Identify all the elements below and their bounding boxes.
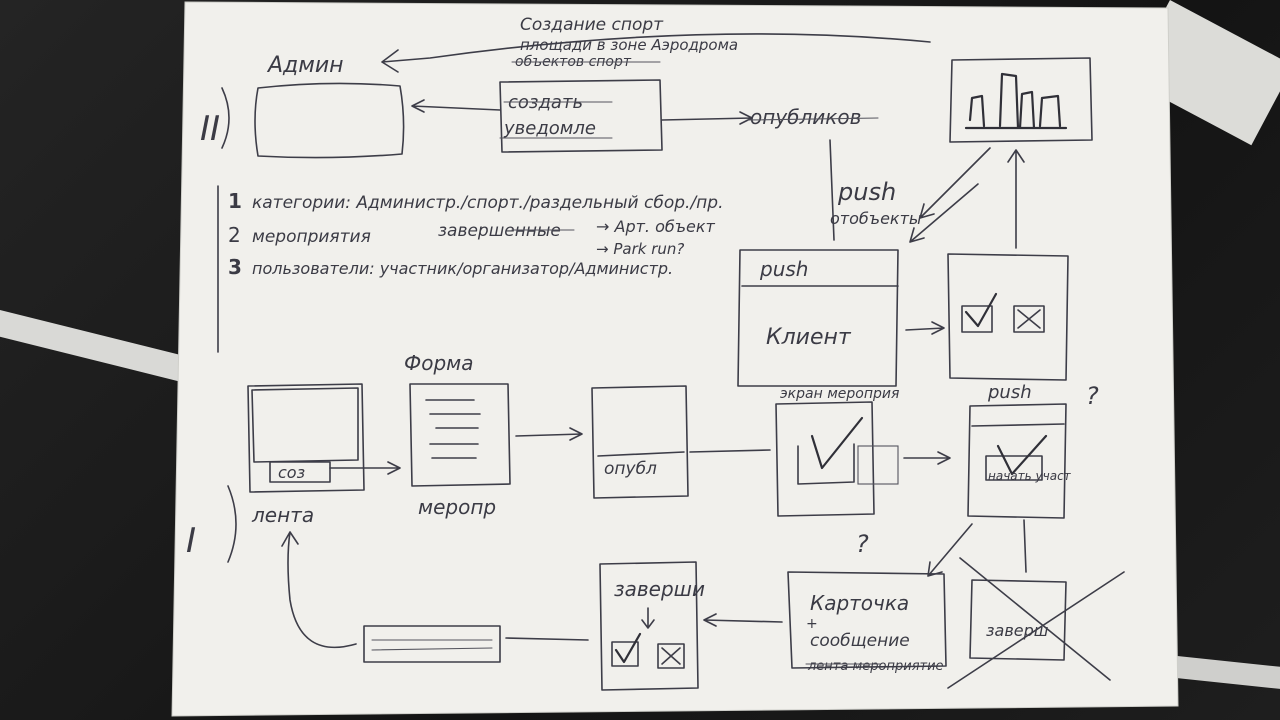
event-check-mark [810,416,864,470]
event-screen-label: экран мероприя [780,386,899,402]
category-line3-num: 3 [228,255,242,279]
create-box-bottom: уведомле [503,118,596,139]
stats-to-push-arrow [919,147,991,219]
form-lines [425,399,481,459]
categories-list: 1 категории: Администр./спорт./раздельны… [217,185,723,353]
push-label-top: push [837,178,896,206]
stats-screen-box [949,57,1093,143]
publish-label: опубликов [750,105,861,129]
client-box-top-label: push [759,257,808,281]
event-screen-overlay [857,445,899,485]
card-feed: лента мероприятие [807,659,944,674]
option-cross-box [1013,305,1045,333]
card-box [787,571,947,669]
category-line3-text: пользователи: участник/организатор/Админ… [252,259,673,278]
feed-caption: лента [251,503,314,527]
finish-down-arrow [641,607,655,629]
event-caption: меропр [418,495,496,519]
finish-check-box [611,641,639,667]
admin-label: Админ [266,53,344,78]
admin-note-line2: площади в зоне Аэродрома [520,36,738,54]
section-two-bracket [221,87,230,149]
push-to-finish-line [1023,519,1027,573]
feedbar-to-feed-arrow [281,531,357,649]
form-label: Форма [404,351,474,375]
option-check-box [961,305,993,333]
publish-strike [747,117,879,121]
publish-screen-box [591,385,689,499]
push-sub-label: отобъекты [830,209,922,228]
card-plus: + [806,616,818,632]
admin-to-create-arrow [411,99,501,113]
form-screen-box [409,383,511,487]
card-to-finish-arrow [703,613,783,627]
card-question-mark: ? [856,530,869,558]
form-to-publish-arrow [515,427,583,441]
feed-screen-inner [251,387,359,463]
publish-to-event-line [689,449,771,453]
feed-to-form-arrow [329,461,401,475]
client-box-group: push Клиент [737,249,1069,387]
finish-cross-box [657,643,685,669]
feed-screen-box [247,383,365,493]
options-screen-box [947,253,1069,381]
category-line1-text: категории: Администр./спорт./раздельный … [252,193,723,213]
event-to-push-arrow [903,451,951,465]
feed-create-button [269,461,331,483]
category-line1-num: 1 [228,189,242,213]
crossed-finish-box [969,579,1067,661]
section-one: I соз лента Форма меропр опубл экран мер… [186,351,1125,691]
category-line2-mid: завершенные [438,221,561,241]
section-one-roman: I [186,521,196,561]
push-start-button [985,455,1043,481]
publish-screen-line [597,451,685,457]
feed-bar [363,625,501,663]
category-line2-text: мероприятия [252,227,371,247]
category-line2-arrow2: → Park run? [596,240,684,258]
card-message: сообщение [810,631,910,651]
event-screen-box [775,401,875,517]
client-box-body-label: Клиент [766,325,852,350]
push-check-mark [996,434,1048,476]
category-line2-num: 2 [228,223,241,247]
bar-chart-icon [964,72,1068,130]
client-to-options-arrow [905,321,945,335]
category-line2-arrow1: → Арт. объект [596,217,716,236]
admin-note-line1: Создание спорт [520,15,664,35]
feed-bar-lines [371,639,493,651]
push-screen-box [967,403,1067,519]
crossed-finish-label: заверш [986,621,1049,640]
feed-create-label: соз [278,463,305,482]
publish-down-line [829,139,835,241]
finish-cross-mark [661,647,681,665]
client-to-stats-arrow [1007,149,1025,249]
stats-to-push-arrow-2 [909,183,979,243]
option-cross-mark [1017,309,1041,329]
publish-screen-label: опубл [604,459,657,479]
admin-arrow [381,33,931,73]
finish-cross-lines [947,557,1125,689]
finish-check-mark [614,632,642,664]
create-notification-box [499,79,663,153]
section-two-roman: II [200,109,220,149]
paper-sheet [171,1,1179,717]
push-screen-divider [971,423,1065,427]
finish-to-feedbar-line [505,637,589,641]
section-two: II Админ Создание спорт площади в зоне А… [200,15,1093,249]
option-check-mark [964,292,998,328]
finish-label: заверши [614,577,705,601]
event-screen-tray [797,443,855,485]
create-to-publish-arrow [661,111,753,125]
admin-screen-box [254,82,405,159]
client-box [737,249,899,387]
section-one-bracket [227,485,237,563]
push-start-label: начать участ [988,469,1072,483]
push-question-mark: ? [1086,382,1099,410]
card-label: Карточка [810,591,909,615]
finish-box [599,561,699,691]
push-screen-label: push [987,382,1032,403]
